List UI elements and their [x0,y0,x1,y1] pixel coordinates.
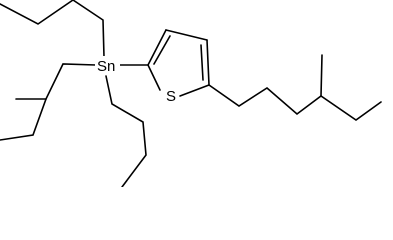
butyl-chain-left [15,63,97,100]
hexyl-chain [208,54,382,121]
butyl-chain-bottom [105,75,147,187]
butyl-chain-lower [0,98,47,141]
tin-label: Sn [97,58,115,75]
tin-atom: Sn [95,56,120,75]
sulfur-label: S [166,88,176,105]
thiophene-ring [147,29,210,97]
sulfur-atom: S [164,86,178,105]
structure-diagram: Sn S [0,0,382,187]
butyl-chain-top [0,0,105,58]
